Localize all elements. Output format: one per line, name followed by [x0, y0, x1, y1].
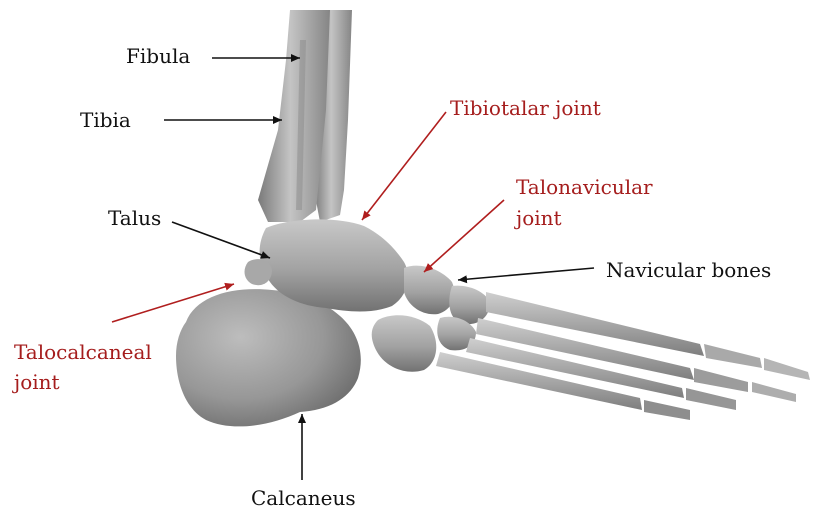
fibula-label: Fibula — [126, 44, 190, 68]
talonavicular-joint-label-line1: Talonavicular — [516, 175, 653, 199]
talus-arrow — [172, 222, 270, 258]
calcaneus-label: Calcaneus — [251, 486, 356, 510]
phalanges-bones — [644, 344, 810, 420]
calcaneus-bone — [176, 289, 361, 426]
talocalcaneal-joint-label-line2: joint — [14, 370, 60, 394]
navicular-arrow — [458, 268, 594, 280]
tibia-label: Tibia — [80, 108, 131, 132]
tibiotalar-joint-label: Tibiotalar joint — [450, 96, 601, 120]
talonavicular-joint-label-line2: joint — [516, 206, 562, 230]
tibiotalar-arrow — [362, 112, 446, 220]
talocalcaneal-joint-label-line1: Talocalcaneal — [14, 340, 152, 364]
talonavicular-arrow — [424, 200, 504, 272]
talus-label: Talus — [108, 206, 161, 230]
navicular-bones-label: Navicular bones — [606, 258, 771, 282]
